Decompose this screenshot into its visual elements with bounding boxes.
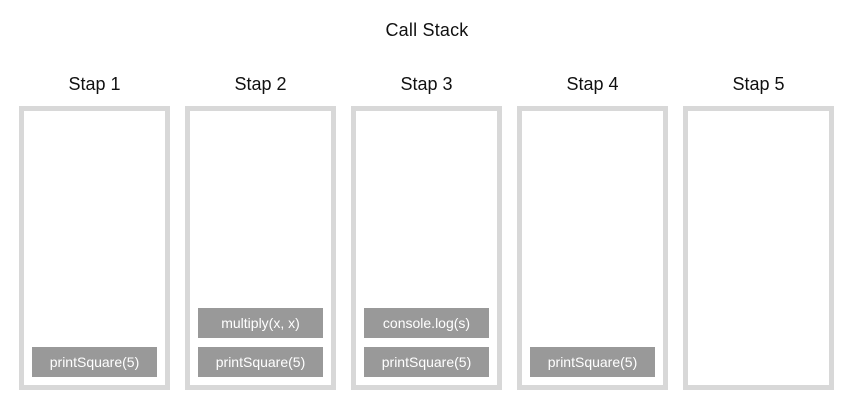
call-stack-column-step-1: printSquare(5)	[19, 106, 170, 390]
stack-frame: console.log(s)	[364, 308, 489, 338]
stack-frame: printSquare(5)	[530, 347, 655, 377]
column-header-step-5: Stap 5	[732, 74, 785, 94]
call-stack-column-step-2: multiply(x, x) printSquare(5)	[185, 106, 336, 390]
page-title: Call Stack	[385, 20, 469, 40]
call-stack-columns: printSquare(5) multiply(x, x) printSquar…	[19, 106, 834, 390]
column-header-step-1: Stap 1	[68, 74, 121, 94]
column-header-step-3: Stap 3	[400, 74, 453, 94]
call-stack-column-step-3: console.log(s) printSquare(5)	[351, 106, 502, 390]
stack-frame: printSquare(5)	[198, 347, 323, 377]
column-header-step-2: Stap 2	[234, 74, 287, 94]
stack-frame: multiply(x, x)	[198, 308, 323, 338]
stack-frame: printSquare(5)	[32, 347, 157, 377]
column-headers: Stap 1 Stap 2 Stap 3 Stap 4 Stap 5	[19, 74, 834, 95]
call-stack-column-step-4: printSquare(5)	[517, 106, 668, 390]
stack-frame: printSquare(5)	[364, 347, 489, 377]
call-stack-column-step-5	[683, 106, 834, 390]
column-header-step-4: Stap 4	[566, 74, 619, 94]
